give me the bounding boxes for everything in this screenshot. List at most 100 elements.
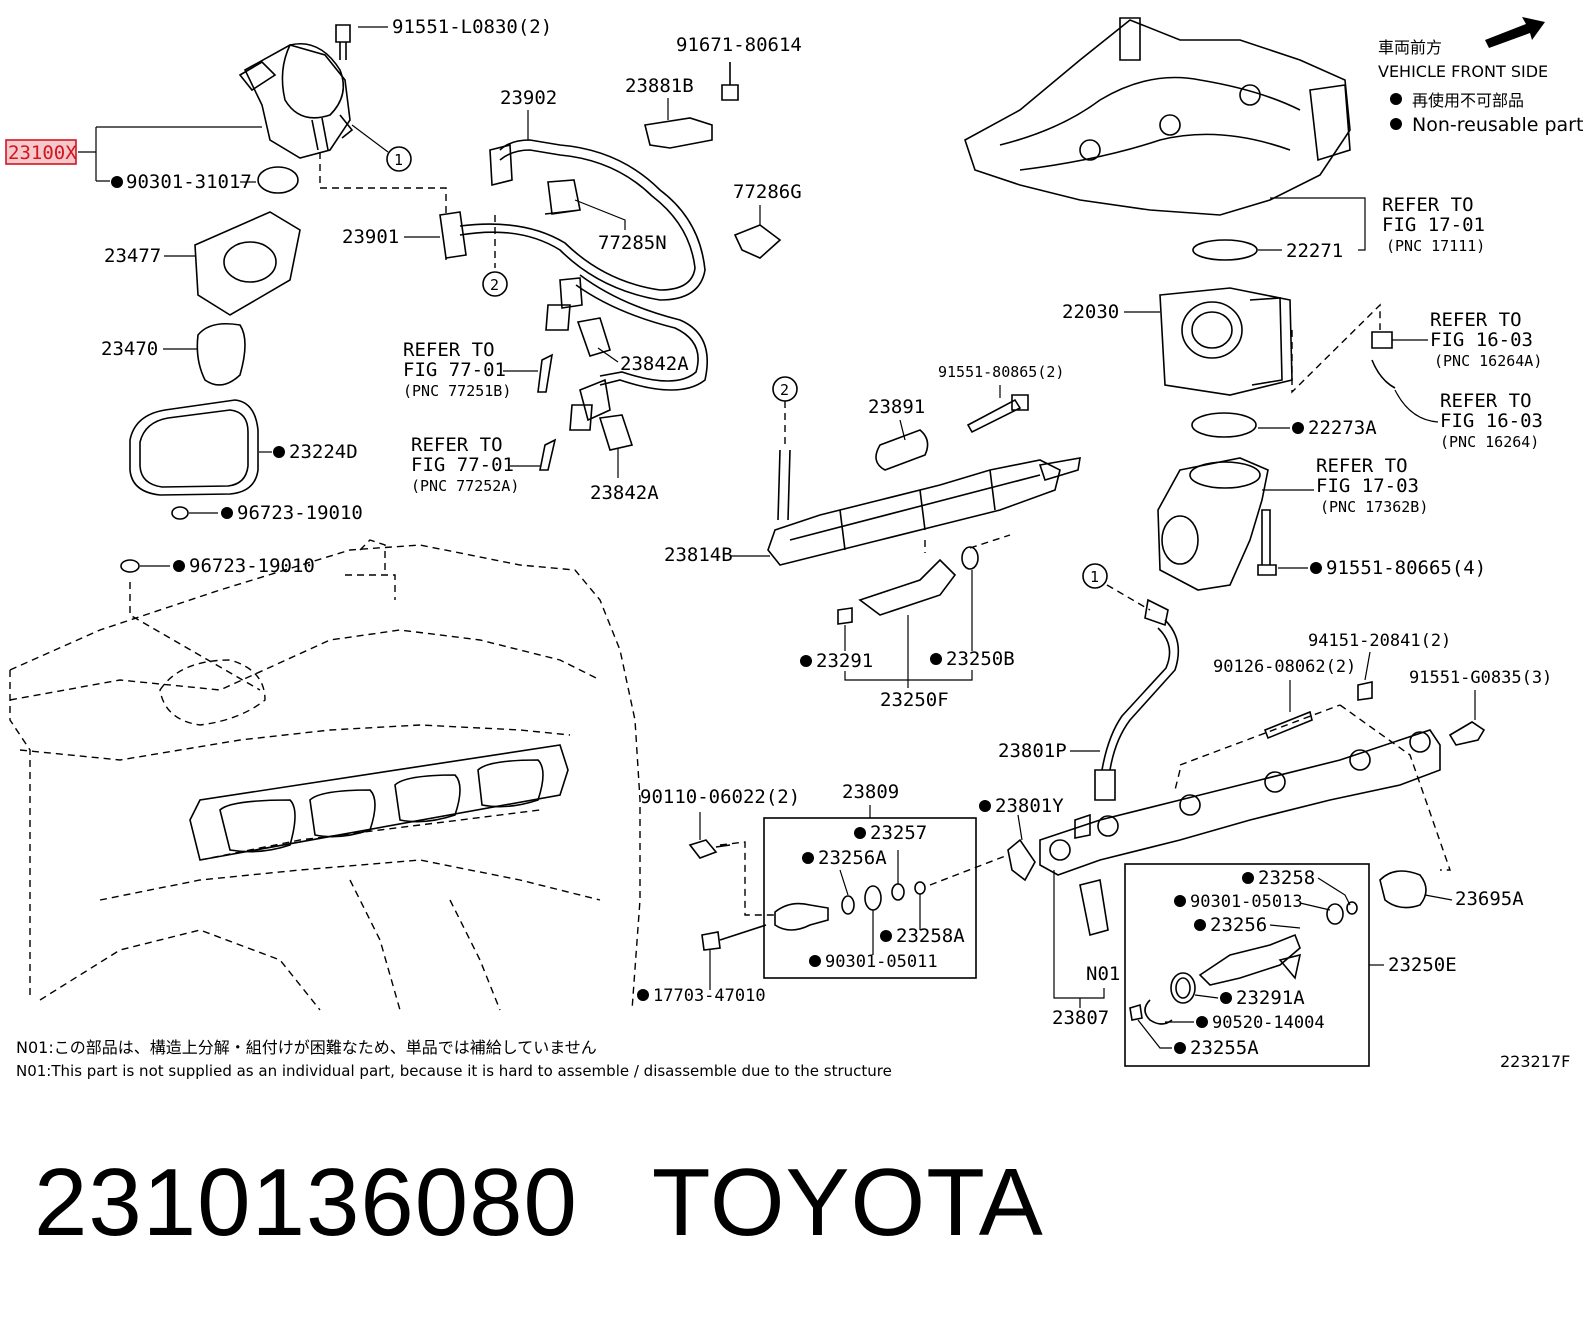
cap-23891-drawing [875, 429, 929, 471]
part-label-22271[interactable]: 22271 [1286, 240, 1343, 262]
part-label-23250E[interactable]: 23250E [1388, 954, 1457, 976]
part-label-90301-31017[interactable]: 90301-31017 [126, 171, 252, 193]
part-label-N01[interactable]: N01 [1086, 963, 1120, 985]
intake-manifold-drawing [964, 17, 1351, 216]
svg-text:2: 2 [490, 276, 499, 294]
refer-17111[interactable]: REFER TO FIG 17-01 (PNC 17111) [1382, 194, 1485, 255]
part-label-94151-20841[interactable]: 94151-20841(2) [1308, 631, 1451, 651]
svg-text:(PNC 17111): (PNC 17111) [1386, 237, 1485, 255]
part-label-23255A[interactable]: 23255A [1190, 1037, 1259, 1059]
svg-text:(PNC 16264): (PNC 16264) [1440, 433, 1539, 451]
lifter-drawing [196, 322, 246, 386]
part-label-22273A[interactable]: 22273A [1308, 417, 1377, 439]
nonreusable-dot-icon [1390, 93, 1402, 105]
clip-77285N-drawing [544, 179, 581, 215]
part-label-91551-80865[interactable]: 91551-80865(2) [938, 363, 1064, 381]
part-label-23250F[interactable]: 23250F [880, 689, 949, 711]
svg-text:1: 1 [394, 151, 403, 169]
part-label-23258[interactable]: 23258 [1258, 867, 1315, 889]
svg-text:FIG 17-01: FIG 17-01 [1382, 214, 1485, 236]
injector-23250E-drawing [1198, 933, 1301, 986]
callout-2-marker [482, 271, 508, 297]
part-label-23291A[interactable]: 23291A [1236, 987, 1305, 1009]
svg-text:REFER TO: REFER TO [1430, 309, 1522, 331]
fuel-hose-drawing [439, 139, 709, 431]
note-jp: N01:この部品は、構造上分解・組付けが困難なため、単品では補給していません [16, 1038, 597, 1057]
part-label-77286G[interactable]: 77286G [733, 181, 802, 203]
part-label-23695A[interactable]: 23695A [1455, 888, 1524, 910]
refer-77251B[interactable]: REFER TO FIG 77-01 (PNC 77251B) [403, 339, 511, 400]
part-label-96723-19010-a[interactable]: 96723-19010 [237, 502, 363, 524]
part-label-90520-14004[interactable]: 90520-14004 [1212, 1013, 1325, 1033]
sensor-N01-drawing [1079, 879, 1109, 937]
part-label-23250B[interactable]: 23250B [946, 648, 1015, 670]
part-label-90301-05013[interactable]: 90301-05013 [1190, 892, 1303, 912]
gasket-22271-drawing [1192, 239, 1258, 261]
part-label-77285N[interactable]: 77285N [598, 232, 667, 254]
part-label-23801Y[interactable]: 23801Y [995, 795, 1064, 817]
part-label-23100X[interactable]: 23100X [8, 142, 77, 164]
part-label-22030[interactable]: 22030 [1062, 301, 1119, 323]
box-23809 [763, 817, 977, 979]
fuel-pump-drawing [238, 24, 354, 159]
clip-77286G-drawing [733, 224, 782, 259]
part-label-23291[interactable]: 23291 [816, 650, 873, 672]
svg-text:FIG 17-03: FIG 17-03 [1316, 475, 1419, 497]
footer-part-number: 2310136080 [34, 1149, 578, 1256]
part-label-96723-19010-b[interactable]: 96723-19010 [189, 555, 315, 577]
note-en: N01:This part is not supplied as an indi… [16, 1062, 892, 1080]
part-label-90110-06022[interactable]: 90110-06022(2) [640, 786, 800, 808]
engine-block-drawing [9, 539, 641, 1011]
part-label-23842A-a[interactable]: 23842A [620, 353, 689, 375]
part-label-23477[interactable]: 23477 [104, 245, 161, 267]
figure-id: 223217F [1500, 1052, 1570, 1071]
part-label-23801P[interactable]: 23801P [998, 740, 1067, 762]
part-label-23814B[interactable]: 23814B [664, 544, 733, 566]
nonreusable-dot-icon [1390, 118, 1402, 130]
refer-77252A[interactable]: REFER TO FIG 77-01 (PNC 77252A) [411, 434, 519, 495]
part-label-23891[interactable]: 23891 [868, 396, 925, 418]
clip-23842A-drawing [576, 317, 612, 357]
callout-1-marker-b [1082, 563, 1108, 589]
refer-16264A[interactable]: REFER TO FIG 16-03 (PNC 16264A) [1430, 309, 1542, 370]
legend-nonreusable-jp: 再使用不可部品 [1412, 91, 1524, 110]
part-label-90301-05011[interactable]: 90301-05011 [825, 952, 938, 972]
refer-16264[interactable]: REFER TO FIG 16-03 (PNC 16264) [1440, 390, 1543, 451]
part-label-23809[interactable]: 23809 [842, 781, 899, 803]
svg-text:FIG 16-03: FIG 16-03 [1440, 410, 1543, 432]
footer-brand: TOYOTA [651, 1149, 1044, 1256]
svg-text:REFER TO: REFER TO [1382, 194, 1474, 216]
part-label-23842A-b[interactable]: 23842A [590, 482, 659, 504]
part-label-91671-80614[interactable]: 91671-80614 [676, 34, 802, 56]
part-label-17703-47010[interactable]: 17703-47010 [653, 986, 766, 1006]
part-label-91551-L0830[interactable]: 91551-L0830(2) [392, 16, 552, 38]
part-label-23256[interactable]: 23256 [1210, 914, 1267, 936]
fuel-rail-23814B-drawing [767, 449, 1081, 566]
part-label-23257[interactable]: 23257 [870, 822, 927, 844]
part-label-23881B[interactable]: 23881B [625, 75, 694, 97]
pump-base-drawing [194, 211, 301, 316]
part-label-90126-08062[interactable]: 90126-08062(2) [1213, 657, 1356, 677]
parts-diagram: 車両前方 VEHICLE FRONT SIDE 再使用不可部品 Non-reus… [5, 16, 1583, 1080]
svg-text:(PNC 77252A): (PNC 77252A) [411, 477, 519, 495]
part-label-23807[interactable]: 23807 [1052, 1007, 1109, 1029]
part-label-23256A[interactable]: 23256A [818, 847, 887, 869]
part-label-23470[interactable]: 23470 [101, 338, 158, 360]
legend-nonreusable-en: Non-reusable part [1412, 114, 1583, 136]
svg-text:FIG 77-01: FIG 77-01 [403, 359, 506, 381]
pressure-sensor-drawing [774, 902, 829, 931]
svg-text:2: 2 [780, 381, 789, 399]
part-label-23258A[interactable]: 23258A [896, 925, 965, 947]
part-label-91551-80665[interactable]: 91551-80665(4) [1326, 557, 1486, 579]
svg-text:1: 1 [1090, 568, 1099, 586]
part-label-23902[interactable]: 23902 [500, 87, 557, 109]
svg-text:(PNC 17362B): (PNC 17362B) [1320, 498, 1428, 516]
svg-text:(PNC 77251B): (PNC 77251B) [403, 382, 511, 400]
refer-17362B[interactable]: REFER TO FIG 17-03 (PNC 17362B) [1316, 455, 1428, 516]
part-label-91551-G0835[interactable]: 91551-G0835(3) [1409, 668, 1552, 688]
svg-text:REFER TO: REFER TO [411, 434, 503, 456]
part-label-23224D[interactable]: 23224D [289, 441, 358, 463]
part-label-23901[interactable]: 23901 [342, 226, 399, 248]
bracket-23881B-drawing [644, 117, 713, 149]
clip-23842A-b-drawing [598, 414, 634, 451]
